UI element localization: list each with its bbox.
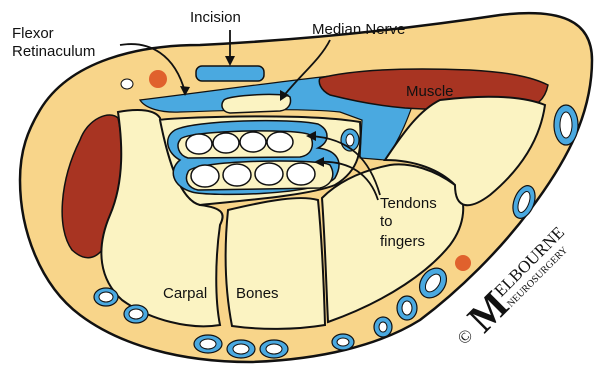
label-muscle: Muscle [406, 83, 454, 100]
tendon [186, 134, 212, 154]
tendon [267, 132, 293, 152]
label-carpal: Carpal [163, 285, 207, 302]
vessel-dot [149, 70, 167, 88]
tendon [255, 163, 283, 185]
label-median-nerve: Median Nerve [312, 21, 405, 38]
label-retinaculum: Retinaculum [12, 43, 95, 60]
tendon [191, 165, 219, 187]
tendon [287, 163, 315, 185]
watermark-copyright: © [453, 325, 477, 349]
label-fingers: fingers [380, 233, 425, 250]
label-incision: Incision [190, 9, 241, 26]
label-tendons: Tendons [380, 195, 437, 212]
vessel-dot [455, 255, 471, 271]
tendon [223, 164, 251, 186]
tendon [240, 132, 266, 152]
incision [196, 66, 264, 81]
label-flexor: Flexor [12, 25, 54, 42]
label-to: to [380, 213, 393, 230]
vessel-ring [121, 79, 133, 89]
tendon [213, 133, 239, 153]
carpal-bone-3 [226, 198, 325, 329]
label-bones: Bones [236, 285, 279, 302]
